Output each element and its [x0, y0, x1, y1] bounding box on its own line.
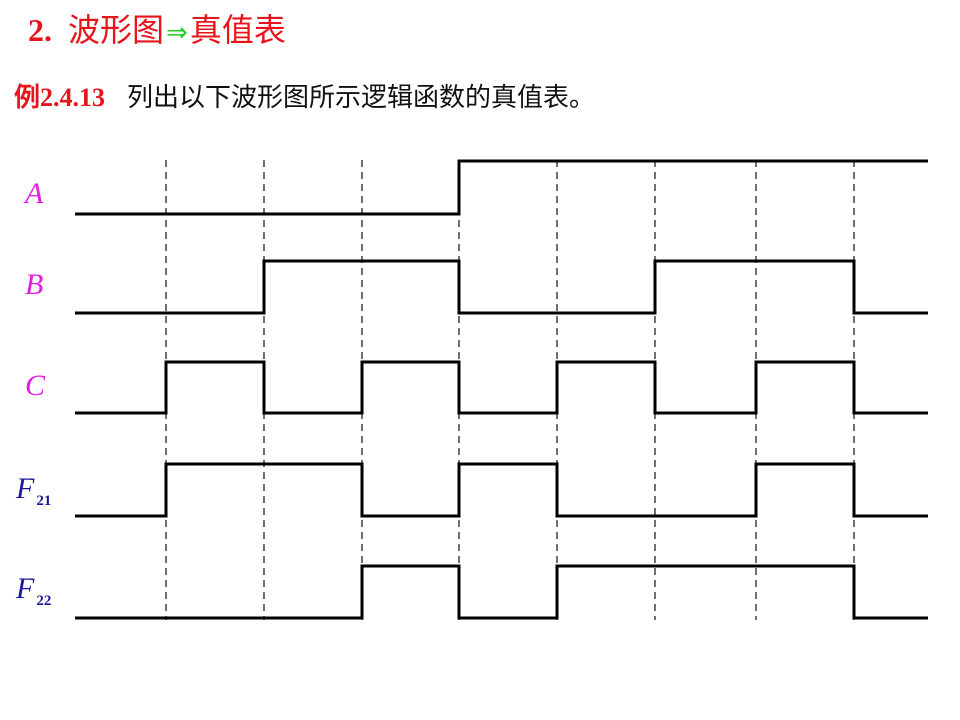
right-double-arrow-icon: ⇒: [166, 18, 188, 48]
waveform-f21: [75, 462, 928, 518]
waveform-c: [75, 360, 928, 415]
example-number: 例2.4.13: [14, 83, 106, 112]
waveforms: [75, 159, 928, 620]
slide-title: 2. 波形图⇒真值表: [28, 8, 286, 55]
waveform-f22: [75, 564, 928, 620]
title-waveform-text: 波形图: [68, 11, 165, 49]
title-truthtable-text: 真值表: [189, 11, 286, 49]
example-line: 例2.4.13 列出以下波形图所示逻辑函数的真值表。: [14, 78, 595, 118]
section-number: 2.: [28, 12, 52, 48]
time-gridlines: [165, 160, 855, 620]
waveform-b: [75, 259, 928, 315]
example-question: 列出以下波形图所示逻辑函数的真值表。: [127, 83, 596, 113]
signal-label-a: A: [23, 177, 44, 210]
signal-label-c: C: [25, 369, 46, 402]
waveform-a: [75, 159, 928, 216]
signal-label-b: B: [25, 268, 43, 301]
